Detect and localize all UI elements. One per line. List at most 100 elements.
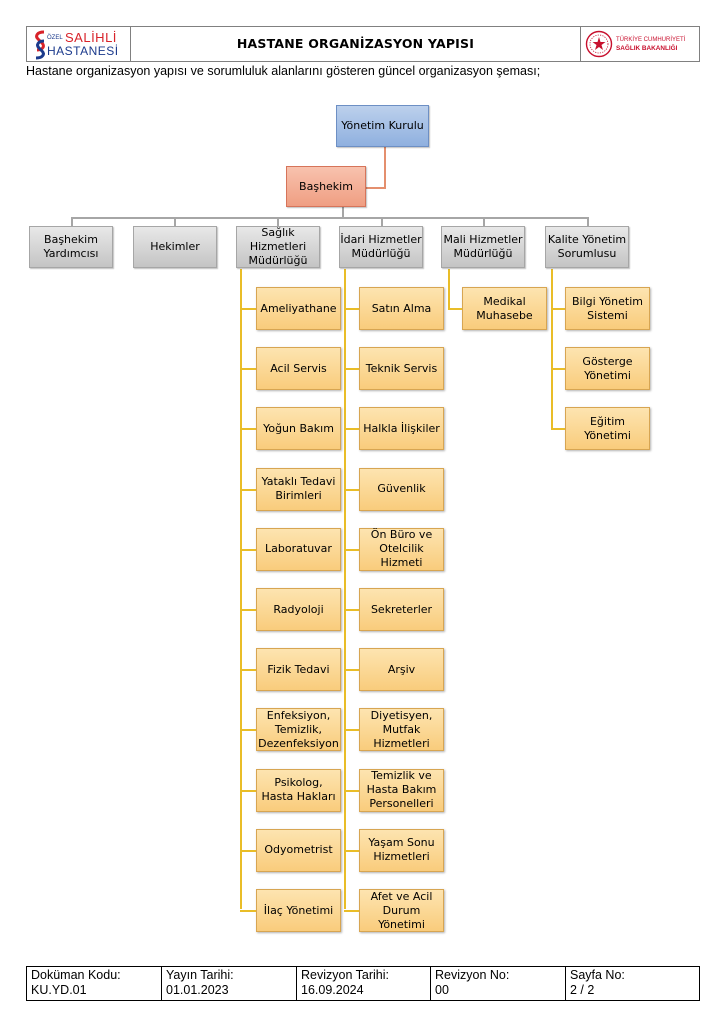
org-node-unit: Yaşam Sonu Hizmetleri: [359, 828, 444, 872]
org-node-unit: Halkla İlişkiler: [359, 407, 444, 451]
footer-value: 16.09.2024: [301, 983, 364, 997]
footer-label: Revizyon No:: [435, 968, 510, 982]
footer-value: KU.YD.01: [31, 983, 87, 997]
org-node-unit: İlaç Yönetimi: [256, 889, 341, 932]
ministry-logo: TÜRKİYE CUMHURİYETİ SAĞLIK BAKANLIĞI: [585, 30, 697, 60]
org-node-unit: Psikolog, Hasta Hakları: [256, 768, 341, 812]
logo-hastanesi-text: HASTANESİ: [47, 44, 119, 58]
org-node-unit: Diyetisyen, Mutfak Hizmetleri: [359, 708, 444, 752]
connector-unit: [344, 789, 359, 792]
connector-unit: [344, 428, 359, 431]
connector-unit: [344, 368, 359, 371]
connector-unit: [240, 729, 256, 732]
org-node-chief: Başhekim: [286, 166, 366, 207]
connector-dept-1: [71, 217, 73, 226]
org-node-unit: Odyometrist: [256, 828, 341, 872]
org-node-unit: Afet ve Acil Durum Yönetimi: [359, 889, 444, 932]
connector-saglik-trunk: [240, 269, 242, 909]
org-node-unit: Medikal Muhasebe: [462, 287, 547, 330]
org-node-unit: Arşiv: [359, 648, 444, 692]
connector-unit: [344, 548, 359, 551]
connector-unit: [240, 910, 256, 912]
footer-label: Doküman Kodu:: [31, 968, 121, 982]
connector-unit: [344, 669, 359, 672]
footer-cell-revision-no: Revizyon No: 00: [431, 967, 566, 1000]
connector-unit: [240, 308, 256, 310]
connector-mali-trunk: [448, 269, 450, 308]
org-node-unit: Radyoloji: [256, 588, 341, 631]
connector-unit: [240, 428, 256, 431]
org-node-unit: Eğitim Yönetimi: [565, 407, 650, 451]
logo-salihli-text: SALİHLİ: [65, 30, 117, 45]
connector-unit: [240, 849, 256, 852]
intro-text: Hastane organizasyon yapısı ve sorumlulu…: [26, 64, 541, 78]
connector-unit: [240, 669, 256, 672]
footer-label: Revizyon Tarihi:: [301, 968, 390, 982]
footer-cell-revision-date: Revizyon Tarihi: 16.09.2024: [297, 967, 431, 1000]
org-node-unit: Acil Servis: [256, 347, 341, 391]
connector-unit: [344, 488, 359, 491]
connector-kalite-trunk: [551, 269, 553, 429]
org-node-board: Yönetim Kurulu: [336, 105, 429, 147]
org-node-unit: Bilgi Yönetim Sistemi: [565, 287, 650, 330]
connector-idari-trunk: [344, 269, 346, 909]
org-node-unit: Ön Büro ve Otelcilik Hizmeti: [359, 527, 444, 571]
logo-ozel-text: ÖZEL: [47, 35, 63, 41]
connector-unit: [240, 548, 256, 551]
document-footer: Doküman Kodu: KU.YD.01 Yayın Tarihi: 01.…: [26, 966, 700, 1001]
document-header: ÖZEL SALİHLİ HASTANESİ HASTANE ORGANİZAS…: [26, 26, 700, 62]
connector-unit: [551, 428, 565, 431]
ministry-seal-icon: [585, 30, 613, 58]
hospital-s-logo-icon: [35, 30, 45, 60]
connector-unit: [448, 308, 462, 310]
org-node-unit: Yoğun Bakım: [256, 407, 341, 451]
footer-label: Yayın Tarihi:: [166, 968, 234, 982]
connector-unit: [240, 609, 256, 611]
org-node-unit: Fizik Tedavi: [256, 648, 341, 692]
org-node-unit: Sekreterler: [359, 588, 444, 631]
connector-dept-6: [587, 217, 589, 226]
ministry-line2: SAĞLIK BAKANLIĞI: [616, 45, 678, 52]
org-node-unit: Temizlik ve Hasta Bakım Personelleri: [359, 768, 444, 812]
connector-unit: [344, 308, 359, 310]
footer-value: 2 / 2: [570, 983, 595, 997]
org-node-unit: Enfeksiyon, Temizlik, Dezenfeksiyon: [256, 708, 341, 752]
connector-dept-4: [381, 217, 383, 226]
org-node-unit: Satın Alma: [359, 287, 444, 330]
org-node-unit: Güvenlik: [359, 467, 444, 511]
org-node-department: Mali Hizmetler Müdürlüğü: [441, 226, 525, 268]
footer-value: 00: [435, 983, 449, 997]
org-node-unit: Laboratuvar: [256, 527, 341, 571]
connector-unit: [344, 729, 359, 732]
footer-cell-publish-date: Yayın Tarihi: 01.01.2023: [162, 967, 297, 1000]
page-title: HASTANE ORGANİZASYON YAPISI: [236, 36, 475, 51]
connector-unit: [551, 308, 565, 310]
footer-value: 01.01.2023: [166, 983, 229, 997]
ministry-line1: TÜRKİYE CUMHURİYETİ: [616, 37, 686, 43]
connector-chief-bus: [342, 207, 344, 218]
connector-board-chief-h: [366, 187, 386, 189]
org-node-department: Sağlık Hizmetleri Müdürlüğü: [236, 226, 320, 268]
connector-unit: [240, 368, 256, 371]
connector-dept-5: [483, 217, 485, 226]
connector-unit: [240, 789, 256, 792]
connector-unit: [551, 368, 565, 371]
footer-label: Sayfa No:: [570, 968, 625, 982]
org-node-department: Kalite Yönetim Sorumlusu: [545, 226, 629, 268]
connector-unit: [344, 609, 359, 611]
org-node-department: Hekimler: [133, 226, 217, 268]
org-node-unit: Ameliyathane: [256, 287, 341, 330]
org-node-department: Başhekim Yardımcısı: [29, 226, 113, 268]
org-node-unit: Teknik Servis: [359, 347, 444, 391]
footer-cell-doc-code: Doküman Kodu: KU.YD.01: [27, 967, 162, 1000]
connector-departments-bus: [71, 217, 589, 219]
hospital-logo-cell: ÖZEL SALİHLİ HASTANESİ: [27, 27, 131, 61]
footer-cell-page-no: Sayfa No: 2 / 2: [566, 967, 699, 1000]
org-node-unit: Yataklı Tedavi Birimleri: [256, 467, 341, 511]
connector-unit: [344, 910, 359, 912]
connector-dept-3: [277, 217, 279, 226]
hospital-logo: ÖZEL SALİHLİ HASTANESİ: [33, 30, 125, 60]
org-node-department: İdari Hizmetler Müdürlüğü: [339, 226, 423, 268]
connector-board-chief: [384, 147, 386, 188]
connector-unit: [240, 488, 256, 491]
